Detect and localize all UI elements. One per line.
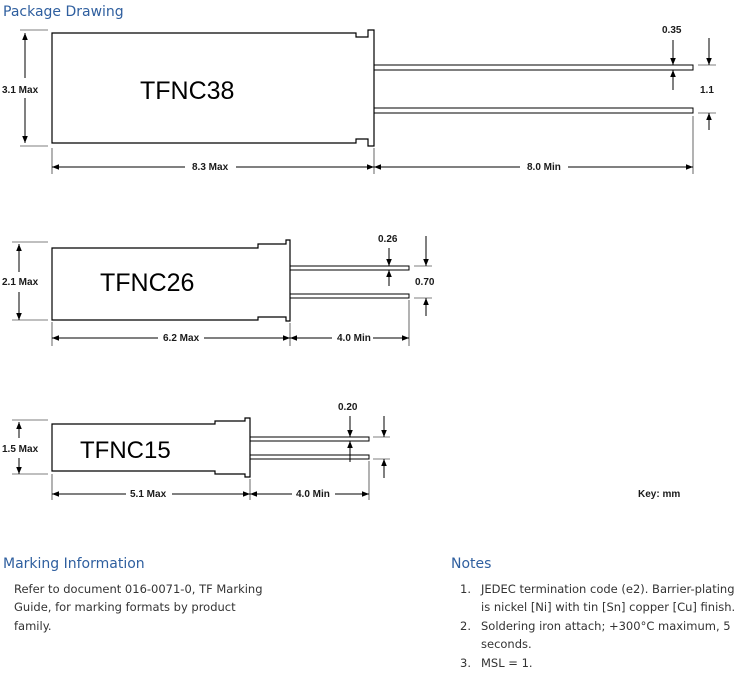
tfnc15-lead-bottom [250, 454, 370, 460]
note-number: 1. [460, 582, 471, 596]
marking-heading: Marking Information [3, 556, 145, 572]
tfnc26-body-length: 6.2 Max [163, 333, 200, 344]
tfnc15-lead-length: 4.0 Min [296, 489, 330, 500]
note-item: 3. MSL = 1. [460, 654, 744, 672]
tfnc15-body-height: 1.5 Max [2, 444, 39, 455]
tfnc15-body-length: 5.1 Max [130, 489, 167, 500]
note-text: JEDEC termination code (e2). Barrier-pla… [481, 582, 736, 615]
tfnc38-lead-bottom [374, 107, 694, 114]
package-drawing: TFNC38 3.1 Max 8.3 Max 8.0 Min 0.35 1.1 … [2, 25, 716, 500]
tfnc15-label: TFNC15 [80, 437, 171, 464]
notes-heading: Notes [451, 556, 492, 572]
tfnc15-body-outline [51, 417, 251, 478]
units-key: Key: mm [638, 489, 680, 500]
tfnc38-body-height: 3.1 Max [2, 85, 39, 96]
tfnc38-lead-diameter: 0.35 [662, 25, 682, 36]
note-text: Soldering iron attach; +300°C maximum, 5… [481, 618, 731, 652]
marking-text: Refer to document 016-0071-0, TF Marking… [14, 582, 263, 633]
tfnc26-lead-top [290, 265, 410, 271]
note-text: MSL = 1. [481, 655, 533, 670]
tfnc38-lead-pitch: 1.1 [700, 85, 714, 96]
tfnc38-lead-length: 8.0 Min [527, 162, 561, 173]
package-drawing-heading: Package Drawing [3, 4, 124, 20]
tfnc15-lead-top [250, 436, 370, 442]
note-number: 3. [460, 655, 471, 670]
notes-list: 1. JEDEC termination code (e2). Barrier-p… [460, 580, 744, 672]
tfnc26-lead-length: 4.0 Min [337, 333, 371, 344]
tfnc26-lead-diameter: 0.26 [378, 234, 398, 245]
note-number: 2. [460, 618, 471, 633]
tfnc15-lead-diameter: 0.20 [338, 402, 358, 413]
tfnc26-lead-pitch: 0.70 [415, 277, 435, 288]
tfnc38-drawing [20, 29, 716, 174]
tfnc26-label: TFNC26 [100, 269, 194, 297]
tfnc26-lead-bottom [290, 293, 410, 299]
tfnc26-drawing [12, 236, 432, 346]
tfnc26-body-height: 2.1 Max [2, 277, 39, 288]
tfnc38-body-outline [51, 29, 375, 147]
tfnc38-label: TFNC38 [140, 77, 234, 105]
note-item: 2. Soldering iron attach; +300°C maximum,… [460, 617, 744, 654]
tfnc38-lead-top [374, 64, 694, 71]
tfnc26-body-outline [51, 239, 291, 322]
note-item: 1. JEDEC termination code (e2). Barrier-p… [460, 580, 744, 617]
tfnc38-body-length: 8.3 Max [192, 162, 229, 173]
tfnc15-drawing [12, 416, 390, 500]
